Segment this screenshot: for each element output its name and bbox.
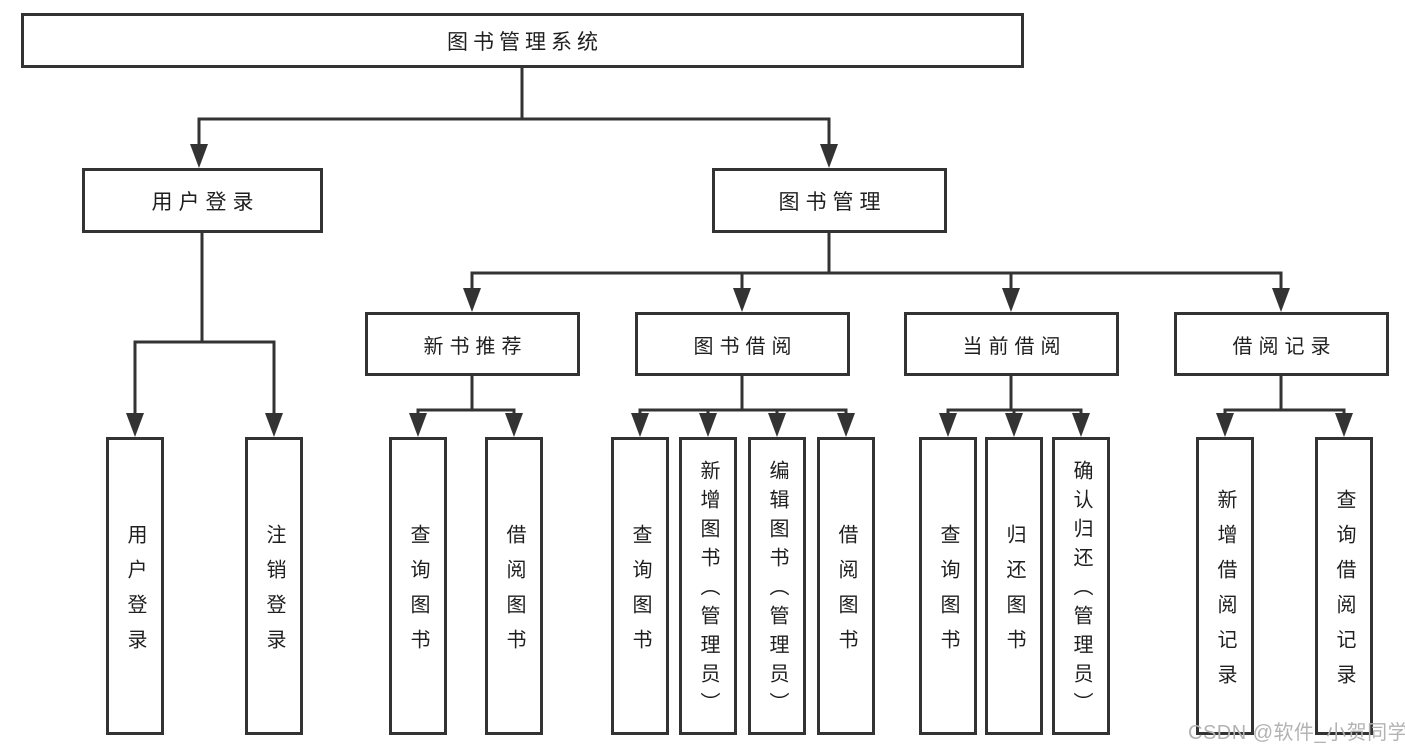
leaf-add-borrow-record: 新增借阅记录 <box>1196 437 1254 735</box>
node-library-management-system: 图书管理系统 <box>21 13 1024 68</box>
node-label: 借阅记录 <box>1232 335 1337 358</box>
leaf-label: 新增借阅记录 <box>1214 488 1236 699</box>
node-label: 新书推荐 <box>423 335 528 358</box>
node-borrowing-records: 借阅记录 <box>1174 312 1389 376</box>
leaf-label: 借阅图书 <box>503 523 525 664</box>
leaf-logout-login: 注销登录 <box>245 437 303 735</box>
leaf-confirm-return-admin: 确认归还（管理员） <box>1052 437 1110 735</box>
node-label: 图书管理 <box>778 190 887 214</box>
leaf-label: 借阅图书 <box>835 523 857 664</box>
leaf-label: 查询图书 <box>407 523 429 664</box>
leaf-label: 用户登录 <box>124 523 146 664</box>
node-label: 用户登录 <box>151 190 260 214</box>
node-current-borrowing: 当前借阅 <box>904 312 1119 376</box>
leaf-add-books-admin: 新增图书（管理员） <box>679 437 737 735</box>
leaf-edit-books-admin: 编辑图书（管理员） <box>748 437 806 735</box>
node-book-management: 图书管理 <box>712 168 947 233</box>
leaf-label: 归还图书 <box>1003 523 1025 664</box>
leaf-label: 查询借阅记录 <box>1333 488 1355 699</box>
node-book-borrowing: 图书借阅 <box>635 312 850 376</box>
leaf-user-login: 用户登录 <box>106 437 164 735</box>
csdn-watermark: CSDN @软件_小贺同学 <box>1188 722 1405 744</box>
leaf-label: 编辑图书（管理员） <box>766 460 788 721</box>
arrowheads <box>126 144 1353 437</box>
node-label: 当前借阅 <box>962 335 1067 358</box>
node-user-login: 用户登录 <box>82 168 323 233</box>
leaf-label: 查询图书 <box>629 523 651 664</box>
node-label: 图书借阅 <box>693 335 798 358</box>
leaf-label: 注销登录 <box>263 523 285 664</box>
leaf-query-books-recommend: 查询图书 <box>389 437 447 735</box>
leaf-query-books-borrowing: 查询图书 <box>611 437 669 735</box>
leaf-label: 确认归还（管理员） <box>1070 460 1092 721</box>
leaf-label: 新增图书（管理员） <box>697 460 719 721</box>
leaf-borrow-books-recommend: 借阅图书 <box>485 437 543 735</box>
leaf-borrow-books-borrowing: 借阅图书 <box>817 437 875 735</box>
leaf-query-borrow-record: 查询借阅记录 <box>1315 437 1373 735</box>
leaf-label: 查询图书 <box>937 523 959 664</box>
node-new-book-recommendation: 新书推荐 <box>365 312 580 376</box>
leaf-query-books-current: 查询图书 <box>919 437 977 735</box>
leaf-return-books: 归还图书 <box>985 437 1043 735</box>
node-label: 图书管理系统 <box>447 30 603 54</box>
